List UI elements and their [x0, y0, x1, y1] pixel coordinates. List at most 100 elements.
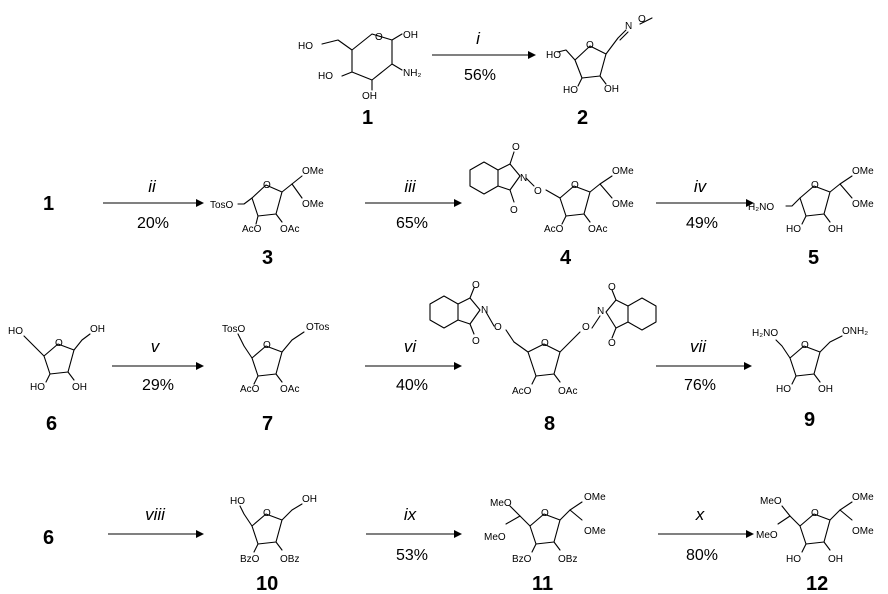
atom-label: AcO	[240, 384, 260, 395]
atom-label: MeO	[484, 532, 506, 543]
structure-compound-2: HO O N O HO OH	[546, 14, 653, 96]
atom-label: O	[472, 336, 480, 347]
atom-label: N	[625, 21, 632, 32]
atom-label: O	[512, 142, 520, 153]
atom-label: OH	[362, 91, 377, 102]
atom-label: O	[582, 322, 590, 333]
step-label: viii	[145, 505, 166, 524]
atom-label: NH₂	[403, 68, 421, 79]
atom-label: O	[472, 280, 480, 291]
step-yield: 65%	[396, 215, 428, 232]
step-yield: 29%	[142, 377, 174, 394]
reaction-arrow-iii	[365, 199, 462, 207]
atom-label: OBz	[558, 554, 577, 565]
structure-compound-3: TosO O OMe OMe AcO OAc	[210, 166, 324, 235]
step-label: ii	[148, 177, 157, 196]
atom-label: OMe	[852, 526, 874, 537]
atom-label: OMe	[612, 199, 634, 210]
starting-compound: 6	[43, 527, 54, 549]
atom-label: O	[638, 14, 646, 25]
atom-label: OMe	[852, 199, 874, 210]
atom-label: OMe	[852, 492, 874, 503]
atom-label: AcO	[544, 224, 564, 235]
atom-label: OH	[828, 554, 843, 565]
atom-label: O	[586, 40, 594, 51]
atom-label: OAc	[280, 224, 299, 235]
atom-label: OMe	[612, 166, 634, 177]
compound-number: 10	[256, 573, 278, 594]
atom-label: O	[263, 340, 271, 351]
atom-label: TosO	[210, 200, 234, 211]
compound-number: 12	[806, 573, 828, 594]
compound-number: 4	[560, 247, 572, 269]
compound-number: 5	[808, 247, 819, 269]
atom-label: O	[375, 32, 383, 43]
step-yield: 56%	[464, 67, 496, 84]
atom-label: HO	[563, 85, 578, 96]
structure-compound-6: HO O OH HO OH	[8, 324, 105, 393]
atom-label: MeO	[490, 498, 512, 509]
atom-label: OAc	[558, 386, 577, 397]
reaction-arrow-vi	[365, 362, 462, 370]
compound-number: 7	[262, 413, 273, 435]
atom-label: OAc	[280, 384, 299, 395]
atom-label: O	[263, 508, 271, 519]
reaction-arrow-v	[112, 362, 204, 370]
atom-label: O	[541, 508, 549, 519]
atom-label: O	[541, 338, 549, 349]
compound-number: 9	[804, 409, 815, 431]
reaction-arrow-ii	[103, 199, 204, 207]
atom-label: HO	[776, 384, 791, 395]
step-yield: 40%	[396, 377, 428, 394]
structure-compound-1: HO O OH NH₂ HO OH	[298, 30, 421, 102]
reaction-arrow-ix	[366, 530, 462, 538]
step-label: v	[151, 337, 161, 356]
step-yield: 80%	[686, 547, 718, 564]
atom-label: OBz	[280, 554, 299, 565]
atom-label: O	[608, 282, 616, 293]
atom-label: HO	[786, 224, 801, 235]
reaction-arrow-iv	[656, 199, 754, 207]
atom-label: TosO	[222, 324, 246, 335]
atom-label: HO	[298, 41, 313, 52]
atom-label: OH	[90, 324, 105, 335]
step-label: iii	[404, 177, 417, 196]
step-label: ix	[404, 505, 417, 524]
atom-label: OMe	[302, 166, 324, 177]
structure-compound-7: TosO O OTos AcO OAc	[222, 322, 329, 395]
atom-label: O	[571, 180, 579, 191]
compound-number: 6	[46, 413, 57, 435]
atom-label: O	[55, 338, 63, 349]
compound-number: 8	[544, 413, 555, 435]
structure-compound-8: O N O O O O N O O AcO OAc	[429, 280, 657, 397]
atom-label: N	[597, 306, 604, 317]
structure-compound-11: MeO MeO O OMe OMe BzO OBz	[484, 492, 606, 565]
atom-label: HO	[230, 496, 245, 507]
compound-number: 11	[532, 573, 553, 594]
atom-label: OH	[302, 494, 317, 505]
atom-label: BzO	[512, 554, 532, 565]
structure-compound-9: H₂NO O ONH₂ HO OH	[752, 326, 868, 395]
atom-label: N	[520, 173, 527, 184]
atom-label: OH	[72, 382, 87, 393]
atom-label: O	[510, 205, 518, 216]
reaction-arrow-vii	[656, 362, 752, 370]
reaction-arrow-x	[658, 530, 754, 538]
atom-label: OH	[828, 224, 843, 235]
atom-label: OMe	[302, 199, 324, 210]
atom-label: OMe	[584, 526, 606, 537]
atom-label: MeO	[760, 496, 782, 507]
atom-label: OMe	[852, 166, 874, 177]
atom-label: BzO	[240, 554, 260, 565]
atom-label: O	[801, 340, 809, 351]
atom-label: HO	[30, 382, 45, 393]
step-label: vi	[404, 337, 418, 356]
atom-label: O	[263, 180, 271, 191]
atom-label: HO	[8, 326, 23, 337]
atom-label: HO	[546, 50, 561, 61]
step-label: i	[476, 29, 481, 48]
atom-label: HO	[318, 71, 333, 82]
step-yield: 53%	[396, 547, 428, 564]
structure-compound-12: MeO MeO O OMe OMe HO OH	[756, 492, 874, 565]
